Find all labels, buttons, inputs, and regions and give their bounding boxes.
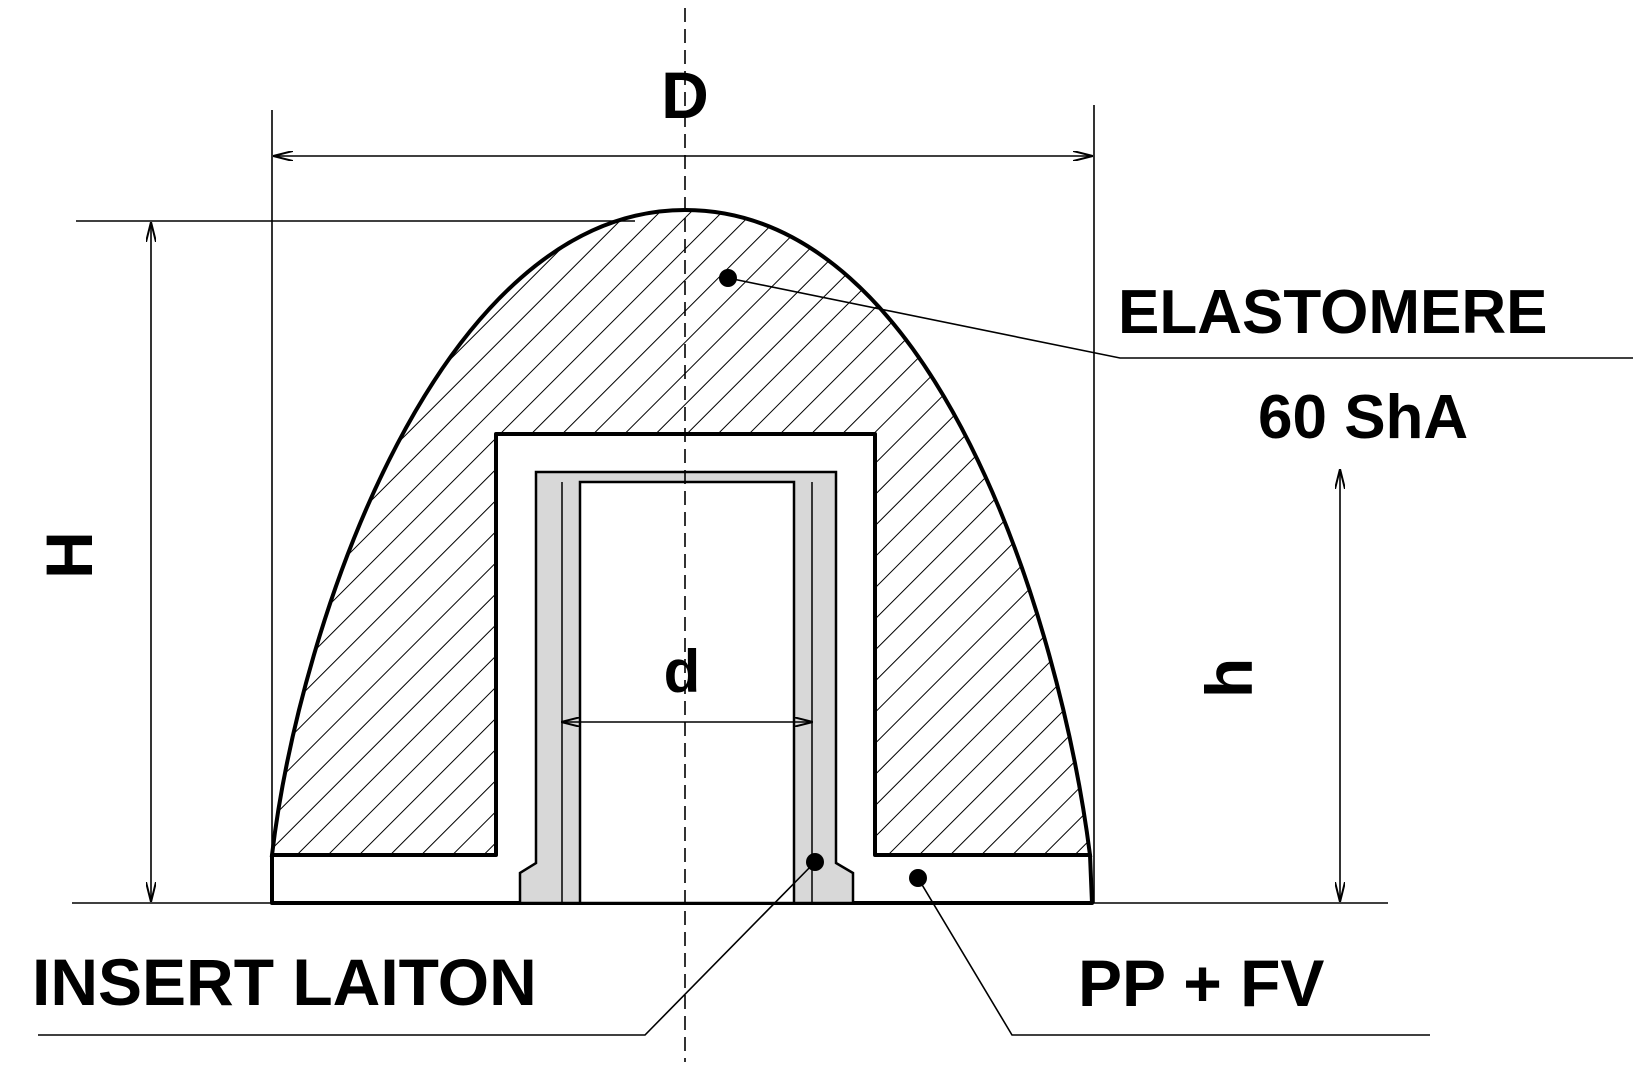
big-diameter-label: D bbox=[661, 58, 709, 132]
elastomer-leader-line bbox=[727, 277, 1633, 359]
small-diameter-label: d bbox=[664, 638, 701, 705]
insert-leader-line bbox=[38, 861, 816, 1036]
central-bore bbox=[578, 480, 796, 905]
base-label: PP + FV bbox=[1078, 946, 1324, 1020]
small-height-label: h bbox=[1192, 658, 1266, 698]
hardness-label: 60 ShA bbox=[1258, 383, 1468, 452]
big-height-label: H bbox=[32, 531, 106, 579]
base-leader-line bbox=[917, 877, 1430, 1036]
elastomer-label: ELASTOMERE bbox=[1118, 278, 1547, 347]
insert-label: INSERT LAITON bbox=[32, 945, 537, 1019]
